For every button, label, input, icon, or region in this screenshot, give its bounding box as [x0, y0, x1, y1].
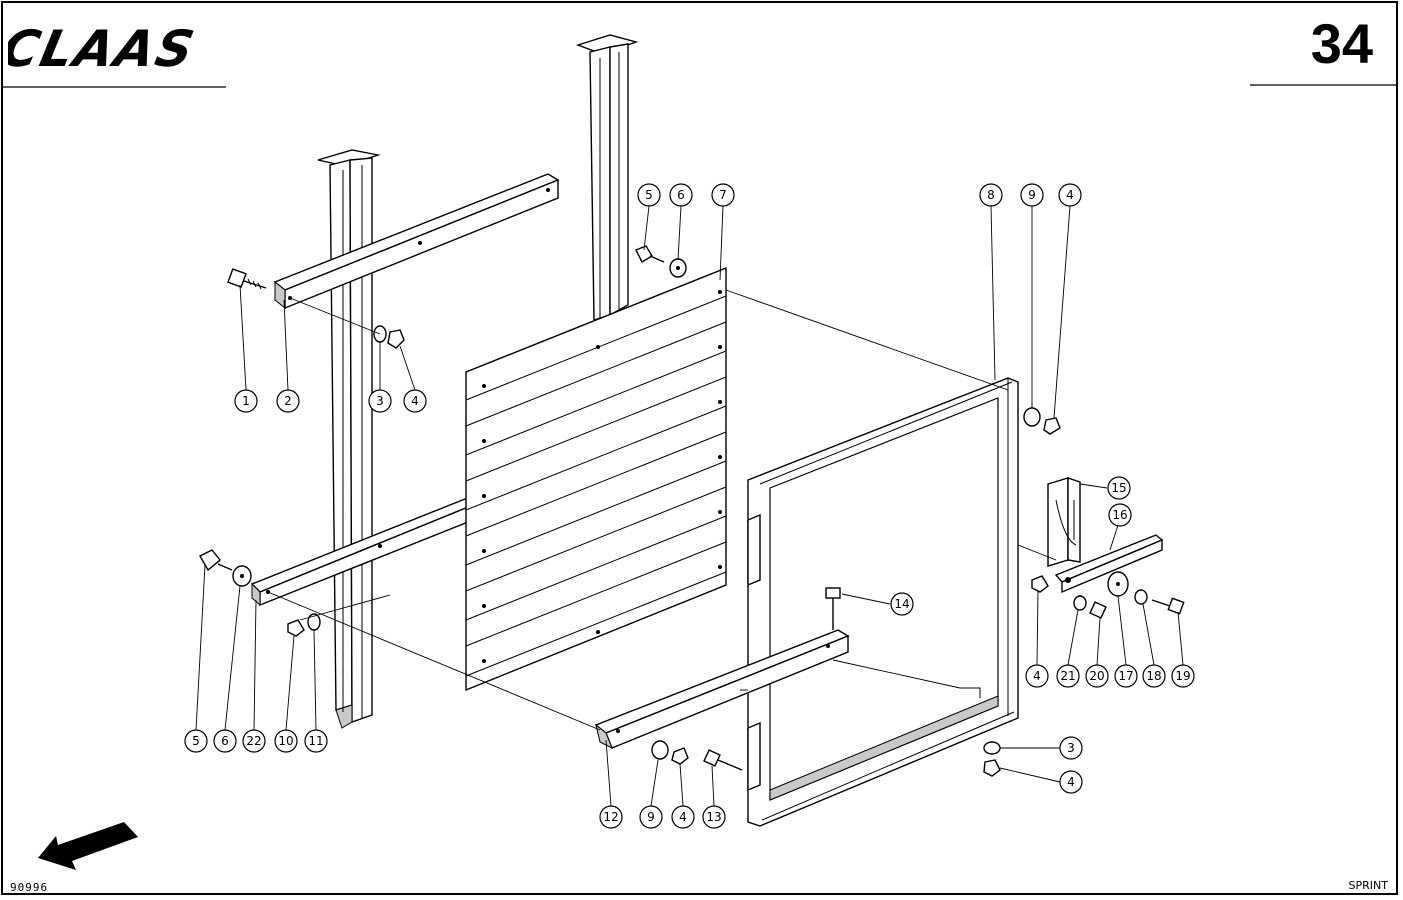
left-post — [317, 149, 381, 729]
callout-9: 9 — [639, 805, 663, 829]
svg-text:4: 4 — [411, 394, 419, 408]
callout-18: 18 — [1142, 664, 1166, 688]
callout-6: 6 — [213, 729, 237, 753]
svg-text:9: 9 — [1028, 188, 1036, 202]
svg-text:20: 20 — [1089, 669, 1104, 683]
direction-arrow-icon — [38, 822, 138, 870]
svg-text:21: 21 — [1060, 669, 1075, 683]
corrugated-panel — [465, 266, 727, 692]
callout-5: 5 — [637, 183, 661, 207]
svg-text:4: 4 — [1067, 775, 1075, 789]
callout-20: 20 — [1085, 664, 1109, 688]
svg-text:6: 6 — [677, 188, 685, 202]
callout-2: 2 — [276, 389, 300, 413]
door-frame — [747, 377, 1019, 827]
callout-19: 19 — [1171, 664, 1195, 688]
callout-1: 1 — [234, 389, 258, 413]
strip-16 — [1054, 534, 1164, 594]
svg-text:10: 10 — [278, 734, 293, 748]
svg-text:14: 14 — [894, 597, 909, 611]
callout-4: 4 — [1025, 664, 1049, 688]
callout-9: 9 — [1020, 183, 1044, 207]
callout-8: 8 — [979, 183, 1003, 207]
callout-12: 12 — [599, 805, 623, 829]
bolt-1 — [227, 268, 267, 290]
callout-11: 11 — [304, 729, 328, 753]
svg-text:13: 13 — [706, 810, 721, 824]
svg-text:22: 22 — [246, 734, 261, 748]
machine-series: SPRINT — [1348, 879, 1388, 892]
callout-4: 4 — [1059, 770, 1083, 794]
callout-7: 7 — [711, 183, 735, 207]
callout-5: 5 — [184, 729, 208, 753]
svg-text:4: 4 — [1066, 188, 1074, 202]
svg-text:8: 8 — [987, 188, 995, 202]
callout-4: 4 — [1058, 183, 1082, 207]
page-number: 34 — [1310, 12, 1373, 75]
callout-13: 13 — [702, 805, 726, 829]
svg-text:4: 4 — [679, 810, 687, 824]
upper-rail — [273, 173, 560, 310]
svg-text:19: 19 — [1175, 669, 1190, 683]
svg-text:16: 16 — [1112, 508, 1127, 522]
callout-3: 3 — [1059, 736, 1083, 760]
callout-10: 10 — [274, 729, 298, 753]
callout-6: 6 — [669, 183, 693, 207]
svg-text:6: 6 — [221, 734, 229, 748]
hardware — [199, 245, 1185, 777]
callout-15: 15 — [1107, 476, 1131, 500]
callout-14: 14 — [890, 592, 914, 616]
svg-text:1: 1 — [242, 394, 250, 408]
svg-text:9: 9 — [647, 810, 655, 824]
svg-text:17: 17 — [1118, 669, 1133, 683]
svg-text:5: 5 — [192, 734, 200, 748]
rear-post — [575, 34, 639, 321]
bottom-angle-bracket — [594, 629, 850, 750]
svg-text:3: 3 — [376, 394, 384, 408]
svg-text:7: 7 — [719, 188, 727, 202]
callout-22: 22 — [242, 729, 266, 753]
callout-group: 1 2 3 4 5 6 7 8 9 4 5 6 22 10 11 12 9 4 … — [184, 183, 1195, 829]
brand-logo: CLAAS — [8, 20, 201, 74]
callout-leaders — [195, 205, 1184, 807]
svg-text:4: 4 — [1033, 669, 1041, 683]
callout-21: 21 — [1056, 664, 1080, 688]
callout-16: 16 — [1108, 503, 1132, 527]
brand-wordmark: CLAAS — [8, 20, 201, 74]
callout-3: 3 — [368, 389, 392, 413]
svg-text:12: 12 — [603, 810, 618, 824]
svg-text:11: 11 — [308, 734, 323, 748]
callout-17: 17 — [1114, 664, 1138, 688]
svg-text:18: 18 — [1146, 669, 1161, 683]
svg-text:5: 5 — [645, 188, 653, 202]
callout-4: 4 — [403, 389, 427, 413]
document-code: 90996 — [10, 881, 49, 894]
svg-text:15: 15 — [1111, 481, 1126, 495]
svg-text:3: 3 — [1067, 741, 1075, 755]
bracket-15 — [1047, 477, 1081, 567]
svg-text:2: 2 — [284, 394, 292, 408]
assembly-lines — [267, 289, 1057, 731]
callout-4: 4 — [671, 805, 695, 829]
